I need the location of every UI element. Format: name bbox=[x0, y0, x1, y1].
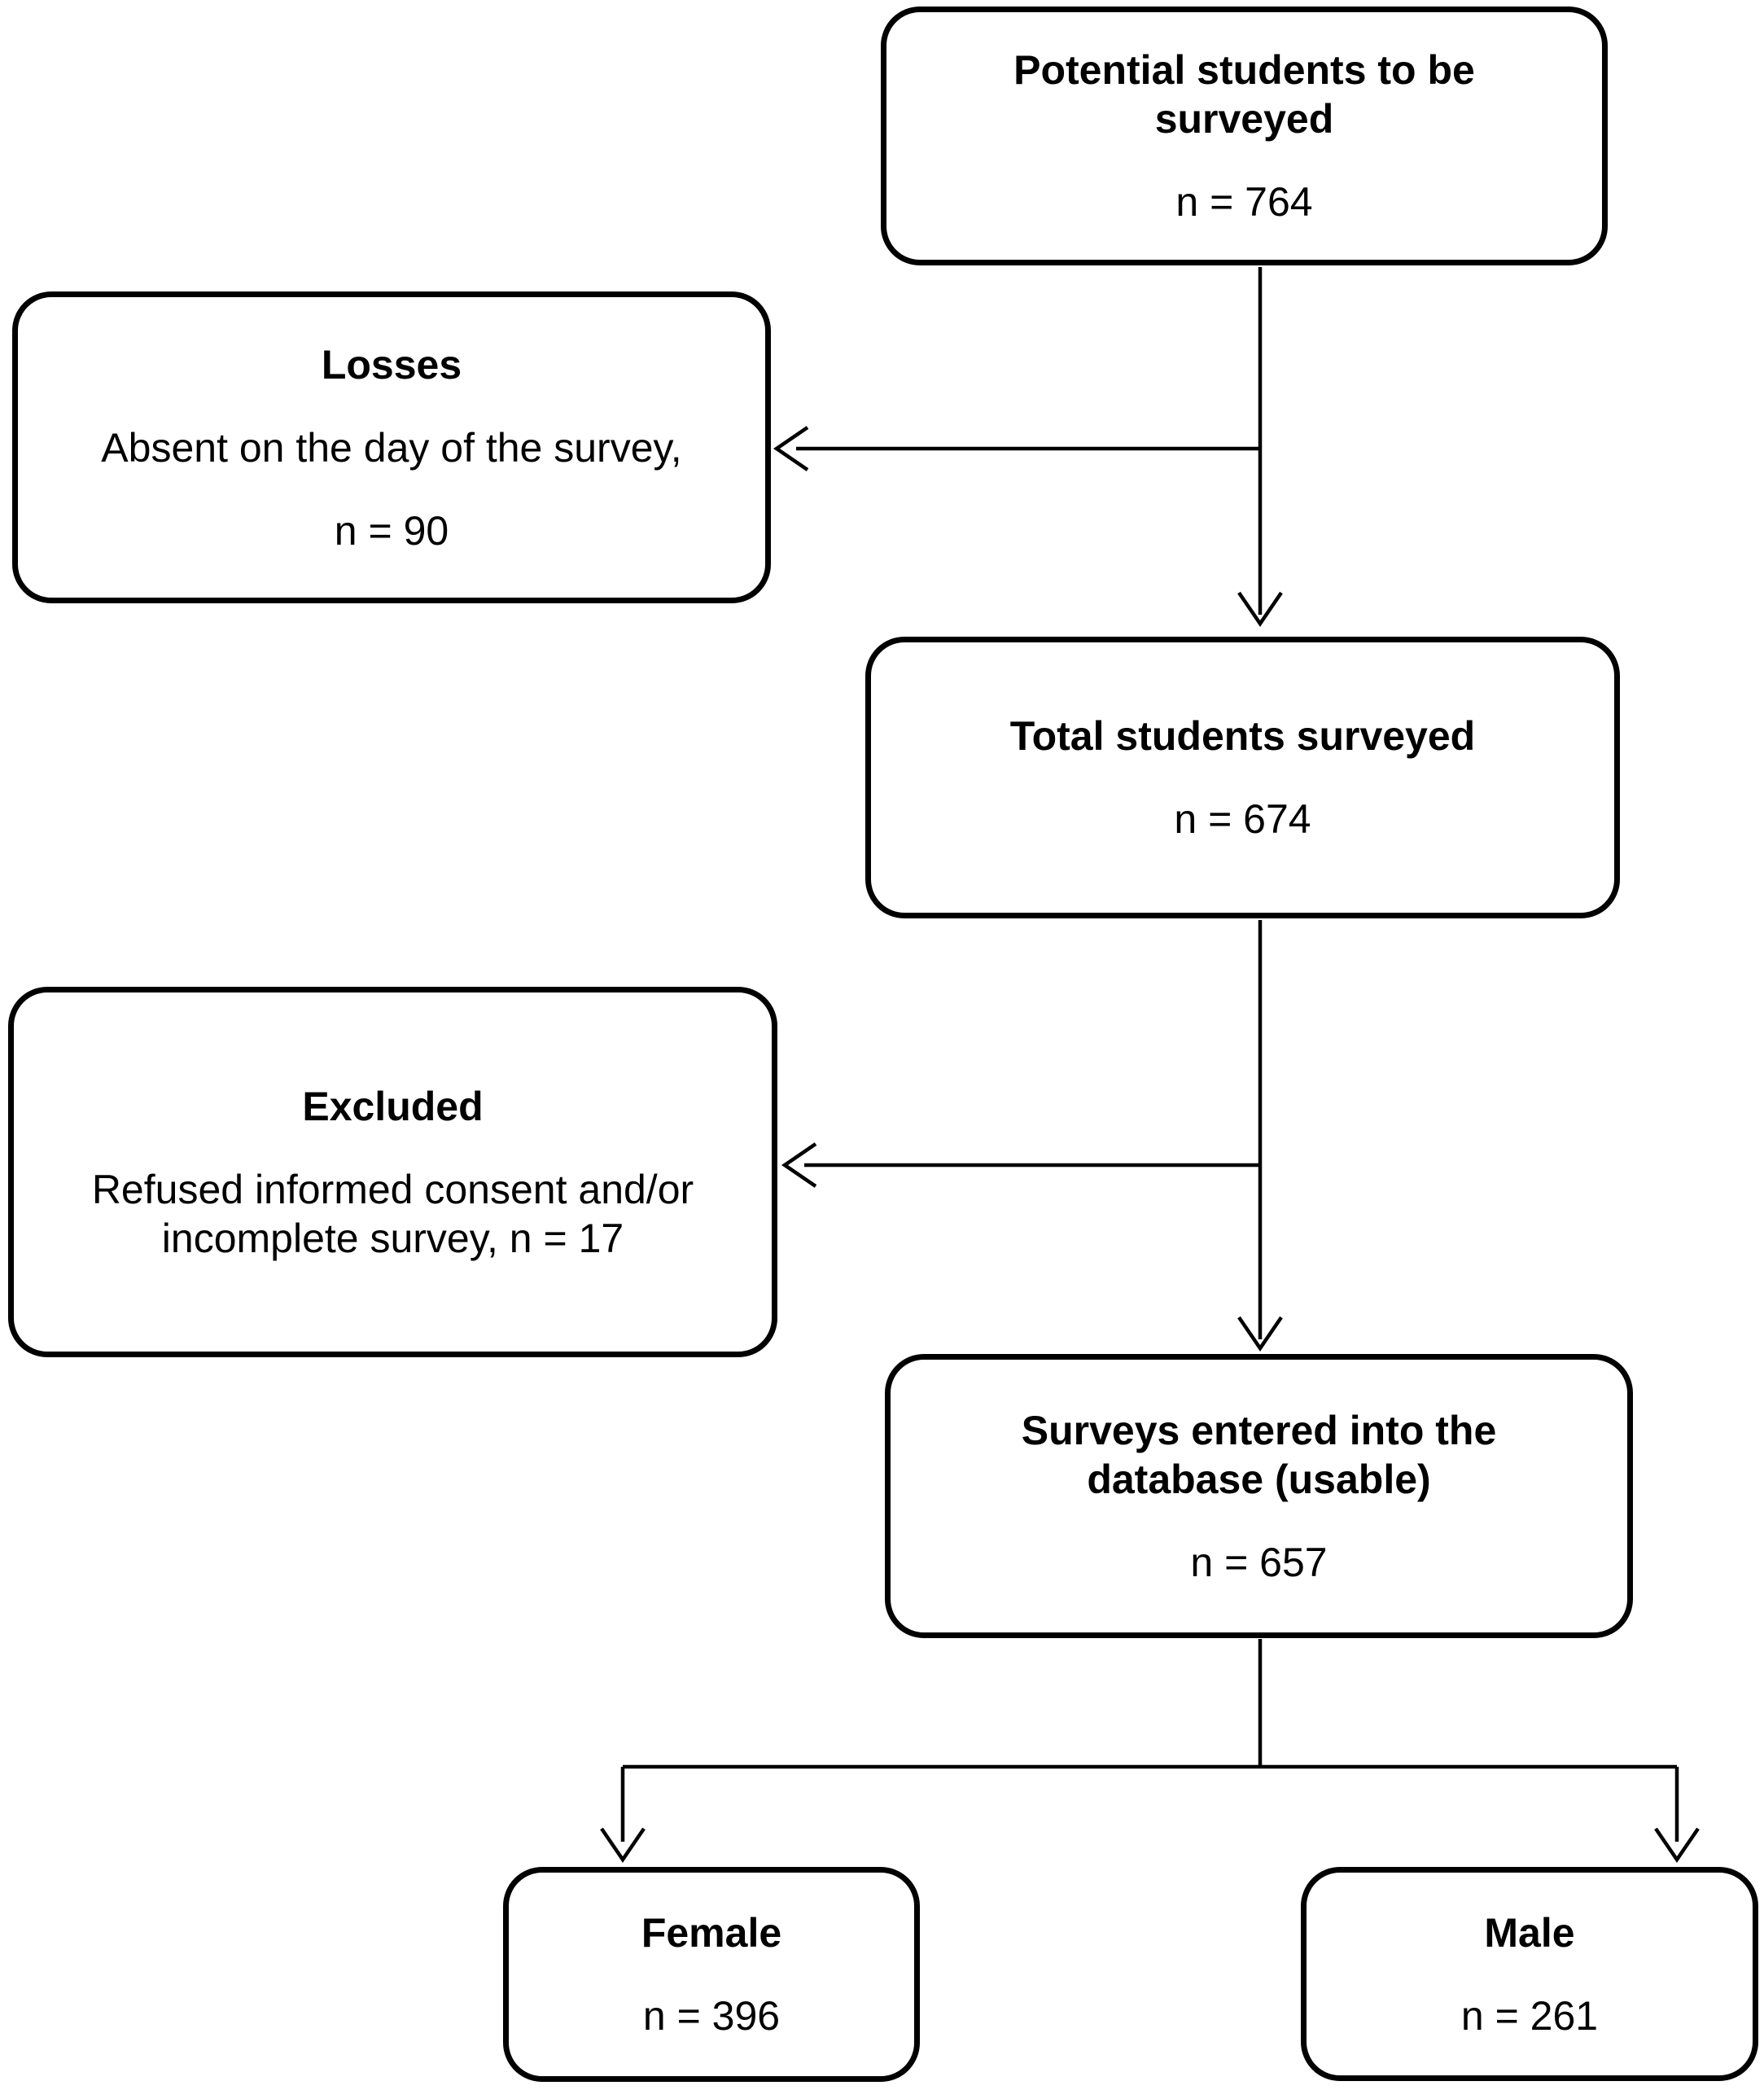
node-total-value: n = 674 bbox=[1174, 796, 1311, 842]
node-potential-students: Potential students to be surveyed n = 76… bbox=[881, 7, 1608, 265]
node-female: Female n = 396 bbox=[503, 1867, 920, 2082]
node-potential-value: n = 764 bbox=[1175, 179, 1313, 225]
arrowhead-into-male bbox=[1654, 1827, 1700, 1863]
node-female-title: Female bbox=[641, 1910, 782, 1956]
node-male-value: n = 261 bbox=[1460, 1992, 1599, 2039]
node-database-title: Surveys entered into the database (usabl… bbox=[1021, 1407, 1497, 1502]
node-surveys-database: Surveys entered into the database (usabl… bbox=[885, 1354, 1633, 1638]
node-total-title: Total students surveyed bbox=[1009, 713, 1476, 759]
node-male: Male n = 261 bbox=[1301, 1867, 1758, 2081]
node-losses-title: Losses bbox=[321, 341, 462, 388]
node-total-surveyed: Total students surveyed n = 674 bbox=[865, 637, 1620, 918]
node-excluded-title: Excluded bbox=[302, 1083, 484, 1129]
arrowhead-into-losses bbox=[773, 426, 809, 471]
arrowhead-into-female bbox=[600, 1827, 646, 1863]
node-excluded-description: Refused informed consent and/or incomple… bbox=[91, 1166, 694, 1261]
node-losses-value: n = 90 bbox=[334, 507, 449, 554]
node-losses-description: Absent on the day of the survey, bbox=[101, 424, 682, 471]
arrowhead-into-database bbox=[1237, 1316, 1283, 1352]
arrowhead-into-excluded bbox=[781, 1142, 817, 1188]
arrowhead-into-total bbox=[1237, 591, 1283, 627]
node-potential-title: Potential students to be surveyed bbox=[1013, 47, 1475, 142]
node-female-value: n = 396 bbox=[642, 1993, 781, 2039]
node-database-value: n = 657 bbox=[1190, 1539, 1328, 1585]
node-excluded: Excluded Refused informed consent and/or… bbox=[8, 987, 777, 1357]
node-losses: Losses Absent on the day of the survey, … bbox=[12, 291, 771, 603]
node-male-title: Male bbox=[1484, 1909, 1575, 1956]
